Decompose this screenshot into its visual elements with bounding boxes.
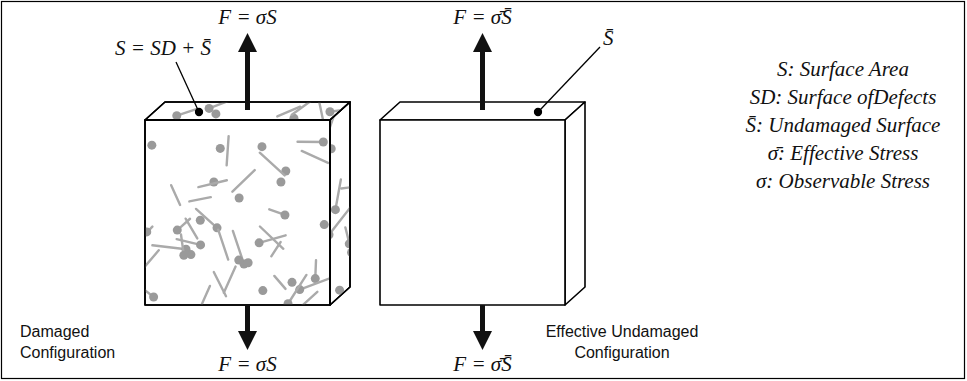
- symbol-definition: S: Surface Area: [777, 57, 909, 81]
- void-dot: [172, 111, 181, 120]
- fiber: [171, 185, 180, 205]
- void-dot: [173, 226, 182, 235]
- void-dot: [216, 144, 225, 153]
- void-dot: [325, 107, 334, 116]
- fiber: [227, 136, 229, 165]
- fiber: [195, 286, 209, 305]
- symbol-definition: S̄: Undamaged Surface: [746, 113, 941, 137]
- void-dot: [147, 141, 156, 150]
- surface-label: S = SD + S̄: [115, 36, 211, 60]
- symbol-definition: σ̄: Effective Stress: [768, 141, 919, 165]
- fiber: [341, 187, 356, 189]
- leader-line: [176, 47, 600, 116]
- defects: [145, 136, 330, 305]
- void-dot: [244, 258, 253, 267]
- fiber: [317, 93, 323, 122]
- void-dot: [211, 109, 220, 118]
- fiber: [189, 197, 210, 201]
- fiber: [224, 267, 236, 293]
- damaged-cube: [145, 102, 350, 305]
- force-label: F = σS: [218, 352, 276, 376]
- fiber: [292, 95, 320, 115]
- void-dot: [284, 299, 293, 305]
- fiber: [152, 245, 186, 249]
- fiber: [218, 230, 228, 260]
- void-dot: [347, 248, 356, 257]
- void-dot: [327, 144, 336, 153]
- fiber: [198, 180, 226, 187]
- void-dot: [255, 238, 264, 247]
- void-dot: [320, 220, 329, 229]
- void-dot: [145, 227, 151, 236]
- defects: [172, 93, 355, 123]
- effective-cube: [380, 102, 585, 305]
- fiber: [233, 231, 244, 264]
- fiber: [274, 276, 285, 289]
- fiber: [329, 198, 358, 235]
- void-dot: [280, 210, 289, 219]
- fiber: [302, 151, 328, 163]
- force-label: F = σ̄S̄: [453, 5, 511, 29]
- fiber: [277, 107, 300, 117]
- void-dot: [319, 138, 328, 147]
- fiber: [232, 170, 254, 192]
- void-dot: [331, 205, 340, 214]
- void-dot: [235, 193, 244, 202]
- fiber: [214, 272, 226, 296]
- void-dot: [149, 293, 158, 302]
- configuration-caption: Effective Undamaged Configuration: [535, 322, 710, 364]
- symbol-definition: σ: Observable Stress: [756, 169, 930, 193]
- surface-label: S̄: [603, 26, 614, 50]
- void-dot: [213, 223, 222, 232]
- fiber: [145, 250, 159, 271]
- fiber: [335, 179, 340, 209]
- force-arrow: [238, 33, 492, 350]
- void-dot: [257, 142, 266, 151]
- fiber: [288, 275, 306, 304]
- configuration-caption: Damaged Configuration: [20, 322, 130, 364]
- fiber: [145, 227, 152, 242]
- symbol-definition: SD: Surface ofDefects: [750, 85, 937, 109]
- void-dot: [196, 216, 205, 225]
- fiber: [260, 153, 285, 176]
- force-label: F = σ̄S̄: [453, 352, 511, 376]
- void-dot: [258, 286, 267, 295]
- fiber: [271, 242, 280, 256]
- force-label: F = σS: [218, 5, 276, 29]
- void-dot: [234, 256, 243, 265]
- void-dot: [325, 230, 334, 239]
- void-dot: [276, 177, 285, 186]
- void-dot: [288, 278, 297, 287]
- void-dot: [196, 240, 205, 249]
- cube-edges: [145, 102, 350, 305]
- void-dot: [179, 251, 188, 260]
